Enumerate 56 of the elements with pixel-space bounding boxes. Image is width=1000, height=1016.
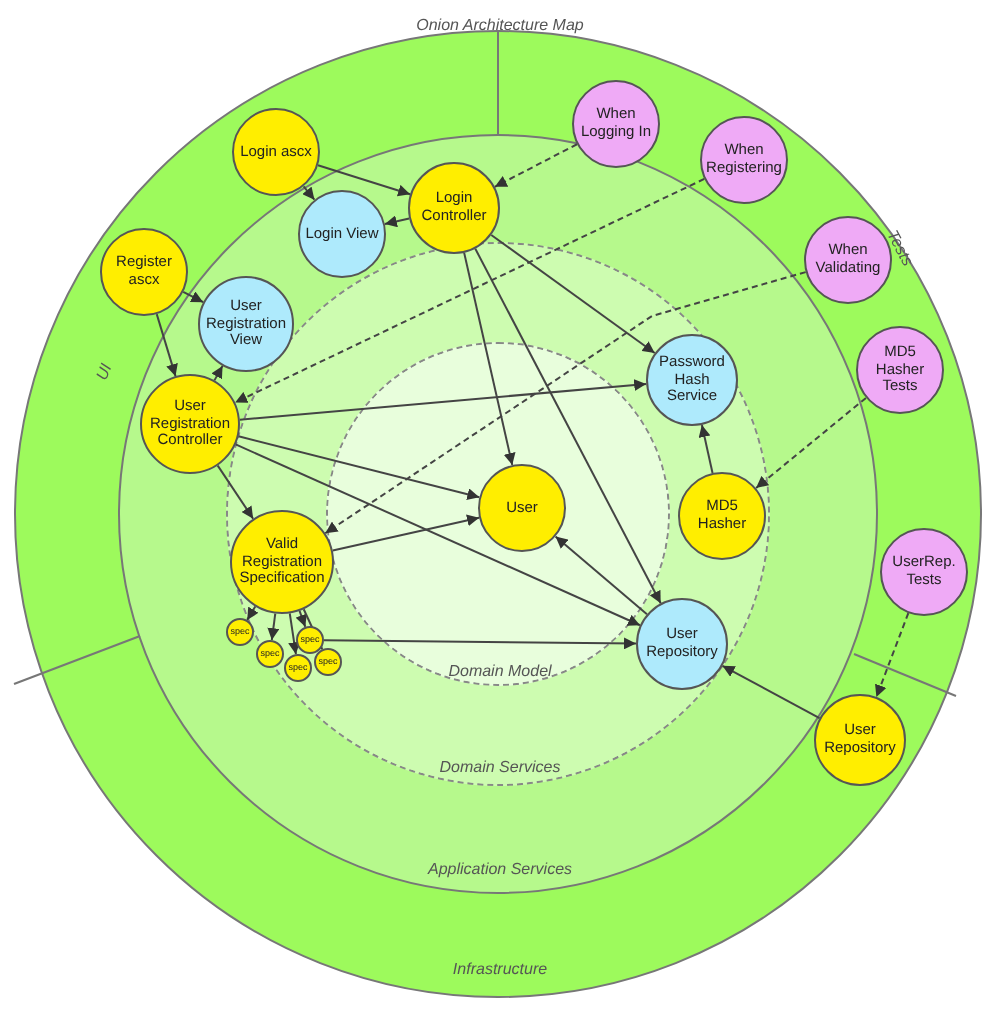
component-circle [572,80,660,168]
arrow [216,464,255,520]
arrow [295,609,307,628]
component-circle [478,464,566,552]
dashed-arrow [324,271,807,535]
dashed-arrow [493,143,578,188]
component-circle [256,640,284,668]
component-circle [856,326,944,414]
layer-label: Infrastructure [452,960,548,978]
component-circle [298,190,386,278]
arrow [331,514,481,552]
component-circle [314,648,342,676]
component-circle [880,528,968,616]
diagram-title: Onion Architecture Map [416,16,584,34]
arrow [554,535,648,616]
sector-label: UI [92,361,116,383]
arrow [237,435,481,501]
component-circle [408,162,500,254]
component-circle [700,116,788,204]
component-circle [232,108,320,196]
arrow [234,443,641,627]
component-circle [230,510,334,614]
component-circle [646,334,738,426]
component-circle [804,216,892,304]
arrow [302,185,316,201]
arrow [238,379,648,421]
dashed-arrow [755,396,867,490]
layer-label: Domain Model [448,662,552,680]
dashed-arrow [234,177,706,404]
arrow [383,215,411,228]
arrow [267,612,280,642]
layer-label: Domain Services [439,758,561,776]
component-circle [814,694,906,786]
layer-label: Application Services [427,860,573,878]
component-circle [636,598,728,690]
arrow [246,605,259,621]
component-circle [296,626,324,654]
component-circle [284,654,312,682]
component-circle [678,472,766,560]
arrow [155,313,178,378]
dashed-arrow [875,612,910,698]
arrow [721,664,821,720]
arrow [288,612,301,656]
component-circle [198,276,294,372]
arrow [463,251,516,467]
component-circle [140,374,240,474]
arrow [474,247,662,605]
arrow [490,233,656,355]
arrow [211,364,224,382]
arrow [323,637,637,650]
arrow [316,164,412,197]
arrow [698,423,714,475]
arrow [182,291,205,304]
component-circle [100,228,188,316]
component-circle [226,618,254,646]
sector-label: Tests [883,227,917,269]
